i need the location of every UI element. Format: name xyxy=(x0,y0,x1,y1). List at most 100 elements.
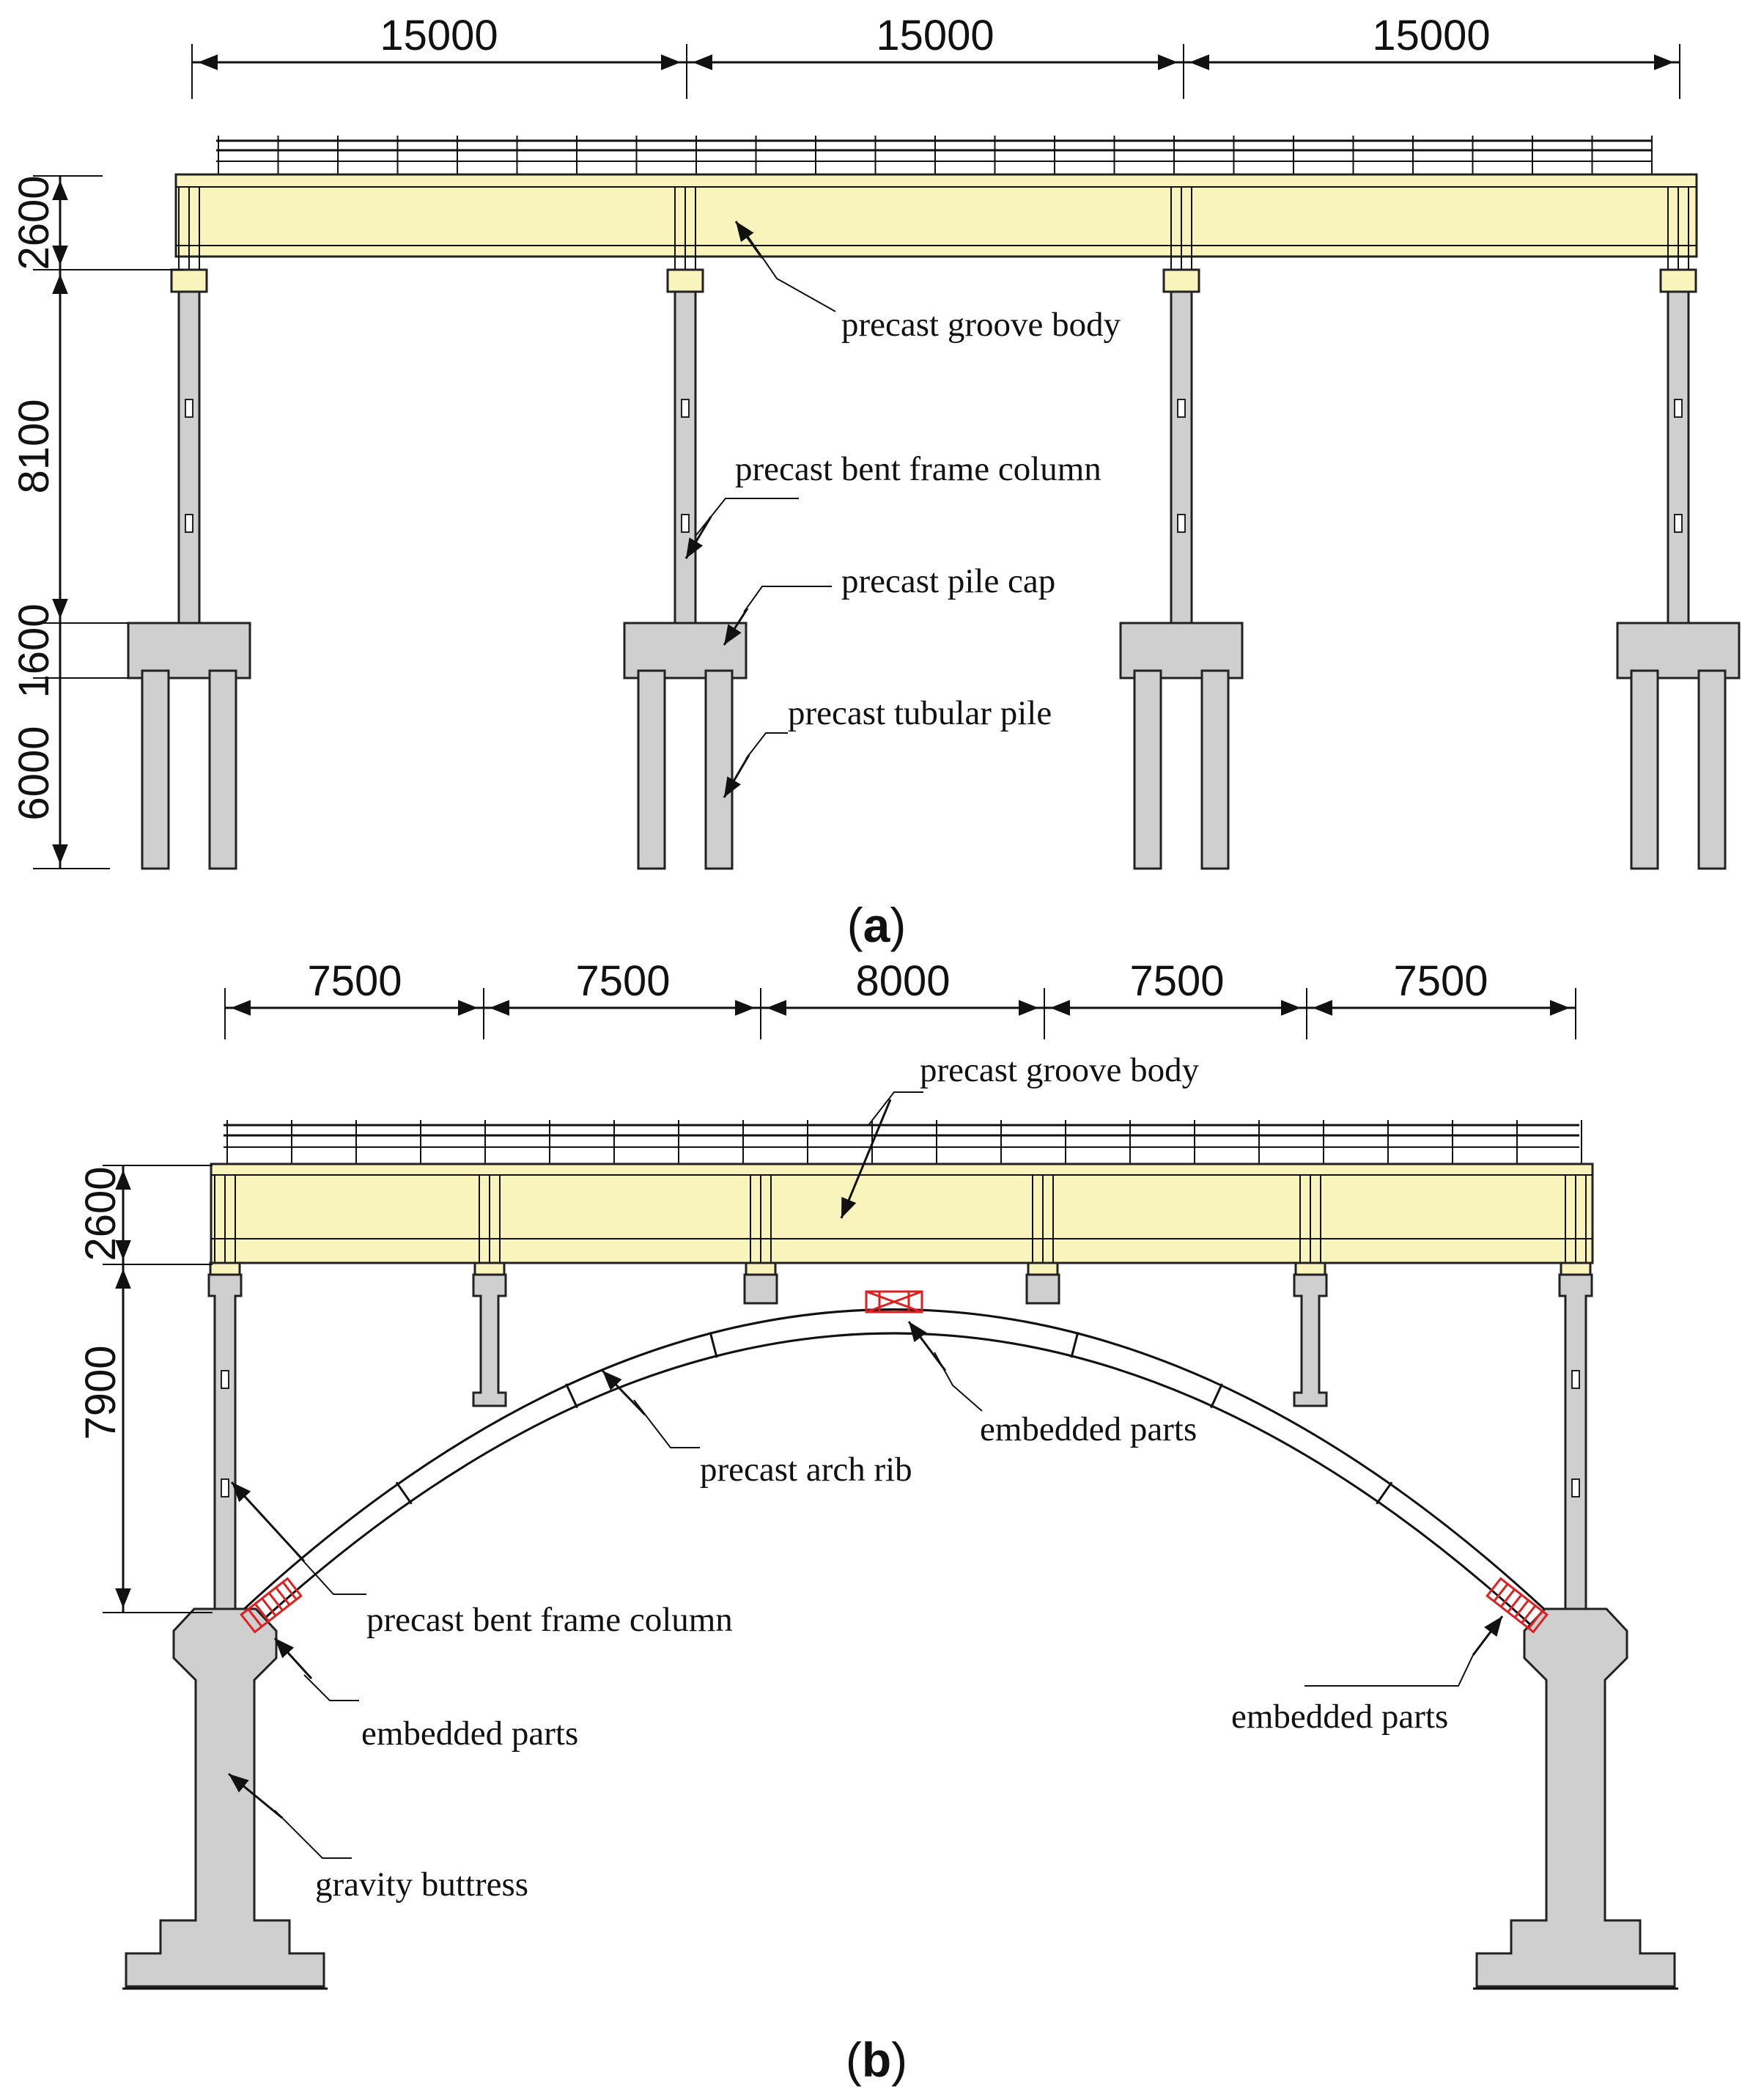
bent-column xyxy=(1170,290,1193,625)
bearing-pad xyxy=(473,1261,506,1276)
bent-4 xyxy=(1616,268,1741,870)
bent-column xyxy=(1667,290,1690,625)
bent-column xyxy=(207,1273,243,1614)
tubular-pile xyxy=(141,669,170,870)
substructure-b xyxy=(122,1261,1678,1990)
bearing-pad xyxy=(666,268,704,293)
callout-column-b: precast bent frame column xyxy=(230,1481,733,1639)
buttress-body xyxy=(125,1607,325,1988)
handrail-a xyxy=(216,136,1653,174)
column-window xyxy=(1571,1478,1580,1497)
bent-column xyxy=(1558,1273,1593,1614)
tubular-pile xyxy=(1200,669,1230,870)
trough-a xyxy=(174,173,1698,270)
label-precast-bent-frame-column-a: precast bent frame column xyxy=(735,450,1101,488)
label-precast-bent-frame-column-b: precast bent frame column xyxy=(366,1601,733,1639)
label-embedded-parts-left: embedded parts xyxy=(361,1714,578,1753)
end-column-1 xyxy=(207,1261,243,1614)
arch-joint xyxy=(709,1331,718,1358)
tubular-pile xyxy=(637,669,666,870)
callout-column-a: precast bent frame column xyxy=(684,450,1101,559)
callout-embedded-crown: embedded parts xyxy=(907,1321,1197,1448)
bent-2 xyxy=(623,268,748,870)
bent-column xyxy=(177,290,201,625)
column-window xyxy=(221,1370,229,1389)
label-embedded-parts-crown: embedded parts xyxy=(980,1410,1197,1448)
gravity-buttress-2 xyxy=(1473,1607,1678,1990)
height-dimension-a: 2600 8100 1600 6000 xyxy=(10,175,183,869)
bearing-pad xyxy=(1560,1261,1592,1276)
span-dim-b-5: 7500 xyxy=(1393,957,1488,1005)
bent-column xyxy=(1025,1273,1060,1305)
bearing-pad xyxy=(1294,1261,1326,1276)
callout-buttress: gravity buttress xyxy=(228,1772,528,1904)
height-dim-b-1: 2600 xyxy=(77,1166,125,1261)
tubular-pile xyxy=(208,669,237,870)
height-dim-a-3: 1600 xyxy=(10,603,58,698)
label-precast-tubular-pile-a: precast tubular pile xyxy=(788,694,1052,732)
embedded-part-right xyxy=(1486,1577,1549,1634)
bearing-pad xyxy=(745,1261,777,1276)
bents-a xyxy=(127,268,1741,870)
arch-joint xyxy=(1210,1383,1223,1409)
spandrel-column-2 xyxy=(743,1261,778,1305)
buttress-body xyxy=(1475,1607,1676,1988)
span-dimension-b: 7500 7500 8000 7500 7500 xyxy=(224,957,1576,1039)
span-dim-a-1: 15000 xyxy=(380,12,498,59)
panel-b: 7500 7500 8000 7500 7500 xyxy=(77,957,1678,2087)
bent-column xyxy=(673,290,697,625)
span-dim-b-4: 7500 xyxy=(1129,957,1224,1005)
bearing-pad xyxy=(1659,268,1697,293)
pile-cap xyxy=(1119,622,1244,679)
callout-groove-a: precast groove body xyxy=(734,221,1121,344)
label-embedded-parts-right: embedded parts xyxy=(1231,1698,1448,1736)
panel-a: 15000 15000 15000 xyxy=(10,12,1741,952)
height-dimension-b: 2600 7900 xyxy=(77,1165,213,1613)
arch-joint xyxy=(395,1481,413,1505)
embedded-part-left xyxy=(240,1577,303,1634)
pile-cap xyxy=(127,622,251,679)
span-dimension-a: 15000 15000 15000 xyxy=(191,12,1680,99)
column-window xyxy=(1674,399,1683,418)
label-precast-arch-rib: precast arch rib xyxy=(700,1451,912,1489)
column-window xyxy=(1674,514,1683,533)
span-dim-b-3: 8000 xyxy=(855,957,950,1005)
bearing-pad xyxy=(170,268,208,293)
bearing-pad xyxy=(1162,268,1200,293)
span-dim-b-2: 7500 xyxy=(575,957,670,1005)
bent-3 xyxy=(1119,268,1244,870)
callout-embedded-left: embedded parts xyxy=(273,1637,578,1753)
callout-arch-rib: precast arch rib xyxy=(601,1369,912,1489)
label-precast-groove-body-b: precast groove body xyxy=(920,1051,1200,1089)
arch-joint xyxy=(565,1383,578,1409)
span-dim-a-3: 15000 xyxy=(1372,12,1490,59)
label-precast-pile-cap-a: precast pile cap xyxy=(841,562,1055,600)
bearing-pad xyxy=(209,1261,241,1276)
height-dim-a-4: 6000 xyxy=(10,726,58,820)
caption-b: (b) xyxy=(846,2033,907,2087)
tubular-pile xyxy=(1133,669,1162,870)
callout-embedded-right: embedded parts xyxy=(1231,1615,1504,1736)
arch-rib xyxy=(240,1308,1548,1627)
column-window xyxy=(1177,399,1186,418)
gravity-buttress-1 xyxy=(122,1607,328,1990)
tubular-pile xyxy=(704,669,734,870)
height-dim-a-1: 2600 xyxy=(10,175,58,270)
span-dim-b-1: 7500 xyxy=(307,957,402,1005)
embedded-parts xyxy=(240,1290,1549,1634)
span-dim-a-2: 15000 xyxy=(876,12,994,59)
bent-column xyxy=(1293,1273,1328,1407)
height-dim-a-2: 8100 xyxy=(10,399,58,493)
arch-joint xyxy=(1070,1331,1080,1358)
column-window xyxy=(1571,1370,1580,1389)
trough-b xyxy=(210,1163,1594,1264)
pile-cap xyxy=(1616,622,1741,679)
column-window xyxy=(681,399,690,418)
bearing-pad xyxy=(1027,1261,1059,1276)
callout-pile-a: precast tubular pile xyxy=(723,694,1052,798)
tubular-pile xyxy=(1630,669,1659,870)
callout-pile-cap-a: precast pile cap xyxy=(723,562,1055,646)
callout-groove-b: precast groove body xyxy=(840,1051,1200,1219)
end-column-2 xyxy=(1558,1261,1593,1614)
